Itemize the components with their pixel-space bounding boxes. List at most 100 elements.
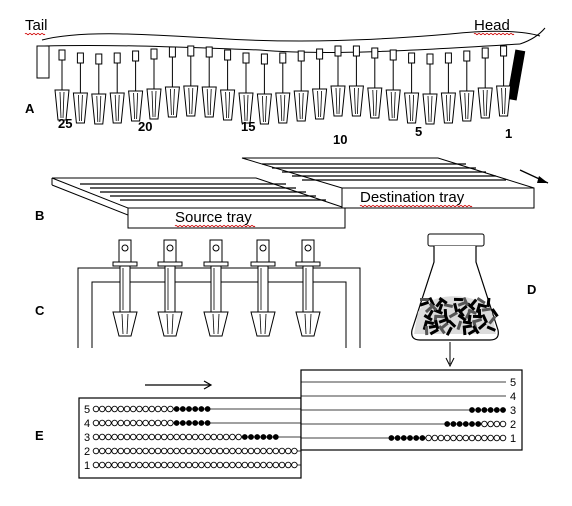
- left-bead-filled: [186, 420, 192, 426]
- rack-pin-eye: [304, 244, 312, 252]
- right-bead-filled: [394, 435, 401, 441]
- flask-pin: [472, 325, 480, 335]
- rack-plug-rib: [217, 313, 220, 335]
- strip-plug-rib: [96, 95, 99, 123]
- left-bead-open: [142, 461, 149, 469]
- left-bead-open: [167, 447, 174, 455]
- left-bead-open: [247, 447, 255, 455]
- left-bead-open: [98, 405, 106, 413]
- left-bead-open: [222, 461, 230, 469]
- strip-plug-rib: [209, 88, 212, 116]
- strip-plug-rib: [133, 92, 135, 120]
- flask-pin: [477, 303, 488, 309]
- panel-letter-c: C: [35, 303, 45, 318]
- right-bead-filled: [456, 421, 463, 427]
- strip-plug-rib: [375, 89, 378, 117]
- panel-b-trays: [51, 157, 549, 229]
- right-bead-open: [443, 434, 451, 442]
- panel-letter-e: E: [35, 428, 44, 443]
- rack-plug-rib: [166, 313, 169, 335]
- left-bead-open: [117, 405, 125, 413]
- left-bead-open: [179, 447, 187, 455]
- strip-plug-rib: [151, 90, 154, 118]
- strip-number-10: 10: [333, 132, 347, 147]
- left-bead-open: [129, 461, 137, 469]
- strip-pin-head: [95, 53, 103, 65]
- rack-plug-rib: [309, 313, 312, 335]
- rack-plug: [203, 311, 229, 337]
- tray-arrow-head: [537, 176, 548, 183]
- strip-plug-rib: [228, 91, 230, 119]
- strip-plug: [293, 90, 309, 122]
- left-bead-open: [229, 433, 236, 441]
- source-tray-underline: [174, 224, 256, 228]
- left-bead-open: [160, 419, 168, 427]
- strip-plug-rib: [317, 90, 319, 118]
- left-bead-open: [123, 433, 131, 441]
- strip-plug-rib: [78, 94, 80, 122]
- strip-plug-rib: [59, 91, 62, 119]
- panel-letter-b: B: [35, 208, 44, 223]
- left-bead-open: [185, 447, 193, 455]
- left-bead-open: [278, 447, 286, 455]
- rack-pin-body: [210, 265, 222, 313]
- left-bead-open: [123, 447, 131, 455]
- left-bead-open: [154, 447, 162, 455]
- strip-wire-bottom: [43, 43, 521, 53]
- panel-d-flask: [411, 233, 499, 368]
- flask-pin: [424, 320, 435, 326]
- left-bead-filled: [179, 420, 186, 426]
- strip-plug: [201, 86, 217, 118]
- left-bead-open: [117, 433, 125, 441]
- left-row-number-3: 3: [84, 432, 90, 444]
- right-bead-filled: [481, 407, 488, 413]
- strip-plug-rib: [504, 87, 506, 115]
- source-tray-front: [127, 207, 346, 229]
- strip-wire-top: [41, 30, 541, 42]
- left-bead-open: [154, 405, 162, 413]
- left-bead-open: [179, 461, 187, 469]
- strip-plug-rib: [262, 95, 264, 123]
- strip-plug-rib: [430, 95, 433, 123]
- strip-plug-rib: [412, 94, 414, 122]
- left-bead-open: [185, 433, 193, 441]
- strip-plug-rib: [191, 87, 194, 115]
- right-bead-open: [481, 434, 488, 442]
- left-bead-open: [98, 433, 106, 441]
- left-bead-open: [148, 433, 156, 441]
- left-bead-open: [148, 461, 156, 469]
- left-bead-open: [222, 433, 230, 441]
- right-bead-filled: [493, 407, 500, 413]
- left-bead-open: [129, 405, 137, 413]
- flask-pin: [438, 296, 448, 305]
- flask-pin: [426, 309, 434, 319]
- left-bead-filled: [173, 420, 180, 426]
- left-bead-open: [173, 461, 180, 469]
- rack-plug: [250, 311, 276, 337]
- right-bead-open: [499, 434, 507, 442]
- panel-a-strip: [24, 27, 546, 125]
- strip-plug-rib: [280, 94, 283, 122]
- strip-plug-rib: [117, 94, 120, 122]
- flask-pin: [486, 325, 496, 332]
- left-bead-open: [105, 433, 112, 441]
- left-bead-open: [142, 447, 149, 455]
- left-bead-open: [136, 405, 143, 413]
- flask-cap: [427, 233, 485, 247]
- destination-tray-front: [341, 187, 535, 209]
- left-bead-open: [191, 461, 199, 469]
- rack-plug-rib: [171, 313, 174, 335]
- rack-plug-rib: [212, 313, 215, 335]
- right-row-number-1: 1: [510, 433, 516, 445]
- left-bead-open: [123, 419, 131, 427]
- left-bead-filled: [186, 406, 192, 412]
- left-bead-open: [92, 419, 100, 427]
- strip-plug: [146, 88, 162, 120]
- left-bead-open: [129, 447, 137, 455]
- flask-pin: [428, 302, 438, 311]
- left-bead-open: [173, 433, 180, 441]
- strip-plug-rib: [62, 91, 65, 119]
- left-bead-open: [148, 419, 156, 427]
- left-bead-filled: [248, 434, 254, 440]
